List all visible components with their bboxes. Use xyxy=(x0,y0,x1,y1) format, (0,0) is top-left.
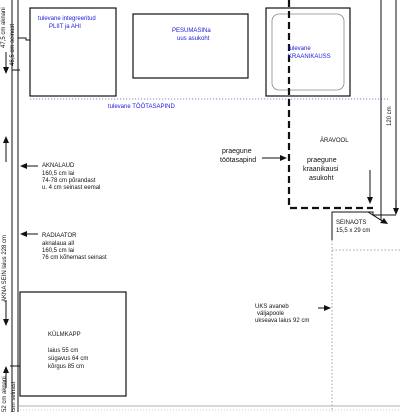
drain-label: ÄRAVOOL xyxy=(320,138,349,144)
current-sink-label-1: praegune xyxy=(307,157,337,164)
hob-label-1: tulevane integreeritud xyxy=(38,16,96,22)
windowsill-line-1: 160,5 cm lai xyxy=(42,171,75,177)
arrow-head xyxy=(324,305,331,311)
radiator-title: RADIAATOR xyxy=(42,233,77,239)
arrow-head xyxy=(380,218,388,224)
windowsill-line-3: u. 4 cm seinast eemal xyxy=(42,185,101,191)
pillar-label-1: SEINAOTS xyxy=(336,220,367,226)
arrow-head xyxy=(20,163,27,169)
fridge-line-3: kõrgus 85 cm xyxy=(48,364,85,370)
fridge-title: KÜLMKAPP xyxy=(48,332,81,338)
radiator-line-1: aknalaua all xyxy=(42,241,75,247)
windowsill-line-2: 74-78 cm põrandast xyxy=(42,178,96,184)
door-line-3: ukseava laius 92 cm xyxy=(255,318,310,324)
fridge-line-1: laius 55 cm xyxy=(48,348,79,354)
dim-window-top: 47,5 cm aknani xyxy=(1,7,7,48)
current-sink-label-3: asukoht xyxy=(309,175,334,182)
current-worktop-outline xyxy=(287,0,373,210)
top-wall-corner xyxy=(18,37,31,92)
arrow-head xyxy=(3,136,9,143)
door-line-2: väljapoole xyxy=(257,311,285,317)
dishwasher-outline xyxy=(132,13,249,79)
pillar-label-2: 15,5 x 29 cm xyxy=(336,228,371,234)
arrow-head xyxy=(3,67,9,74)
arrow-head xyxy=(367,197,373,204)
sink-label-1: tulevane xyxy=(288,46,311,52)
arrow-head xyxy=(393,208,399,215)
hob-label-2: PLIIT ja AHI xyxy=(49,24,81,30)
dim-120-label: 120 cm xyxy=(387,106,393,126)
window-wall-label: AKNA SEIN laius 228 cm xyxy=(2,234,8,302)
dim-wall-top: 46,5 cm seinast xyxy=(10,23,16,66)
radiator-line-3: 76 cm kõhemast seinast xyxy=(42,255,107,261)
radiator-line-2: 160,5 cm lai xyxy=(42,248,75,254)
future-worktop-label: tulevane TÖÖTASAPIND xyxy=(108,104,175,110)
dim-wall-bottom: tsm seinast xyxy=(11,381,17,412)
arrow-head xyxy=(280,155,287,161)
sink-basin xyxy=(271,13,345,91)
dishwasher-label-1: PESUMASINa xyxy=(172,28,211,34)
windowsill-title: AKNALAUD xyxy=(42,163,75,169)
door-line-1: UKS avaneb xyxy=(255,304,289,310)
fridge-outline xyxy=(19,291,127,397)
sink-outline xyxy=(265,7,351,97)
arrow-head xyxy=(20,231,27,237)
sink-label-2: KRAANIKAUSS xyxy=(288,54,331,60)
current-worktop-label-2: töötasapind xyxy=(220,157,257,164)
pillar-outline xyxy=(331,211,396,240)
dim-window-bottom: 52 cm aknani xyxy=(2,376,8,412)
arrow-head xyxy=(3,319,9,326)
arrow-head xyxy=(3,366,9,373)
current-sink-label-2: kraanikausi xyxy=(303,166,339,173)
pillar-arrow-line xyxy=(367,211,385,223)
current-worktop-label-1: praegune xyxy=(222,148,252,155)
dishwasher-label-2: uus asukoht xyxy=(177,36,210,42)
fridge-line-2: sügavus 64 cm xyxy=(48,356,89,362)
hob-outline xyxy=(29,7,117,97)
